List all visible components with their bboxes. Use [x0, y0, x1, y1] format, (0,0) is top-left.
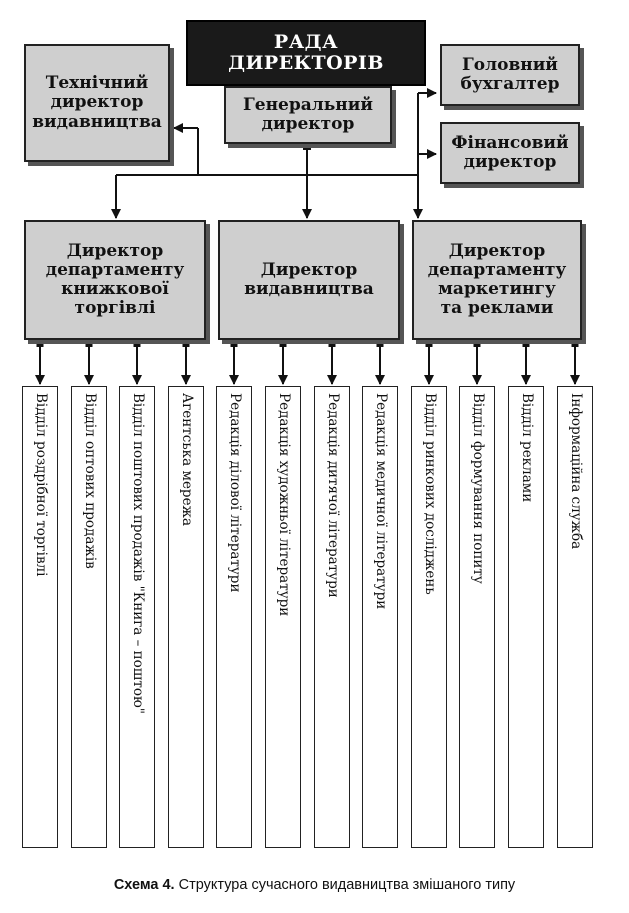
dept-connector-square	[279, 340, 287, 347]
dept-connector-square	[473, 340, 481, 347]
dept-connector-square	[328, 340, 336, 347]
department-label: Відділ роздрібної торгівлі	[32, 393, 49, 577]
department-label: Редакція художньої літератури	[275, 393, 292, 617]
gd-line1: Генеральний	[243, 94, 373, 115]
dept-connector-square	[36, 340, 44, 347]
board-line2: ДИРЕКТОРІВ	[228, 52, 384, 74]
mkt-line3: маркетингу	[438, 279, 556, 299]
technical-director-box: Технічний директор видавництва	[24, 44, 170, 162]
tech-line2: директор	[50, 92, 144, 113]
department-column: Відділ оптових продажів	[71, 386, 107, 848]
department-label: Редакція ділової літератури	[226, 393, 243, 593]
pub-line1: Директор	[260, 259, 358, 280]
department-column: Відділ формування попиту	[459, 386, 495, 848]
department-column: Редакція художньої літератури	[265, 386, 301, 848]
department-label: Відділ ринкових досліджень	[421, 393, 438, 595]
gd-line2: директор	[261, 114, 355, 134]
marketing-director-box: Директор департаменту маркетингу та рекл…	[412, 220, 582, 340]
dept-connector-square	[230, 340, 238, 347]
department-column: Відділ ринкових досліджень	[411, 386, 447, 848]
department-label: Редакція дитячої літератури	[324, 393, 341, 598]
dept-connector-square	[182, 340, 190, 347]
bt-line2: департаменту	[45, 259, 185, 280]
tech-line1: Технічний	[45, 73, 149, 94]
fin-line1: Фінансовий	[451, 132, 569, 153]
pub-line2: видавництва	[244, 279, 374, 299]
department-label: Відділ поштових продажів "Книга – поштою…	[129, 393, 146, 714]
acc-line1: Головний	[462, 54, 558, 75]
bt-line4: торгівлі	[74, 298, 156, 319]
dept-connector-square	[571, 340, 579, 347]
department-column: Редакція ділової літератури	[216, 386, 252, 848]
bt-line1: Директор	[66, 240, 164, 261]
department-column: Відділ роздрібної торгівлі	[22, 386, 58, 848]
dept-connector-square	[425, 340, 433, 347]
department-label: Відділ реклами	[518, 393, 535, 503]
publishing-director-box: Директор видавництва	[218, 220, 400, 340]
department-column: Інформаційна служба	[557, 386, 593, 848]
department-label: Агентська мережа	[178, 393, 195, 527]
department-label: Відділ оптових продажів	[81, 393, 98, 569]
department-column: Редакція дитячої літератури	[314, 386, 350, 848]
caption: Схема 4. Структура сучасного видавництва…	[0, 877, 629, 893]
department-label: Редакція медичної літератури	[372, 393, 389, 610]
department-column: Редакція медичної літератури	[362, 386, 398, 848]
dept-connector-square	[522, 340, 530, 347]
bt-line3: книжкової	[61, 279, 169, 299]
board-of-directors: РАДА ДИРЕКТОРІВ	[186, 20, 426, 86]
department-label: Інформаційна служба	[567, 393, 584, 550]
department-column: Відділ поштових продажів "Книга – поштою…	[119, 386, 155, 848]
dept-connector-square	[133, 340, 141, 347]
mkt-line1: Директор	[448, 240, 546, 261]
book-trade-director-box: Директор департаменту книжкової торгівлі	[24, 220, 206, 340]
general-director-box: Генеральний директор	[224, 86, 392, 144]
chief-accountant-box: Головний бухгалтер	[440, 44, 580, 106]
department-column: Агентська мережа	[168, 386, 204, 848]
dept-connector-square	[376, 340, 384, 347]
caption-label: Схема 4.	[113, 877, 175, 893]
tech-line3: видавництва	[32, 111, 162, 132]
caption-text: Структура сучасного видавництва змішаног…	[178, 877, 516, 893]
financial-director-box: Фінансовий директор	[440, 122, 580, 184]
dept-connector-square	[85, 340, 93, 347]
mkt-line2: департаменту	[427, 259, 567, 280]
fin-line2: директор	[463, 152, 557, 172]
gd-connector-square	[303, 142, 311, 150]
department-label: Відділ формування попиту	[469, 393, 486, 584]
department-column: Відділ реклами	[508, 386, 544, 848]
mkt-line4: та реклами	[440, 298, 554, 319]
acc-line2: бухгалтер	[460, 74, 560, 94]
board-line1: РАДА	[273, 30, 339, 53]
